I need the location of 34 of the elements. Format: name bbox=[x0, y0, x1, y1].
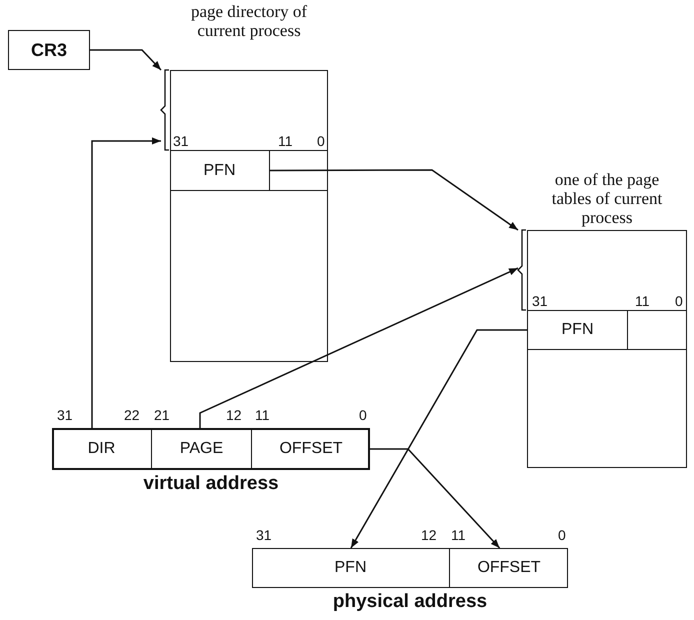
bit-number: 0 bbox=[675, 293, 683, 309]
bit-number: 11 bbox=[255, 407, 270, 423]
pfn-field: PFN bbox=[170, 150, 270, 191]
arrow bbox=[199, 267, 518, 428]
register-caption: virtual address bbox=[142, 472, 280, 496]
arrow bbox=[91, 137, 161, 428]
dir-field: DIR bbox=[52, 428, 152, 470]
arrow bbox=[370, 448, 500, 548]
offset-field: OFFSET bbox=[450, 548, 568, 588]
bit-number: 0 bbox=[558, 527, 566, 543]
bit-number: 31 bbox=[256, 527, 272, 543]
bit-number: 11 bbox=[278, 133, 293, 149]
pfn-field: PFN bbox=[252, 548, 450, 588]
bit-number: 0 bbox=[359, 407, 367, 423]
register-caption: physical address bbox=[332, 590, 488, 614]
bit-number: 12 bbox=[421, 527, 437, 543]
bit-number: 31 bbox=[532, 293, 548, 309]
bit-number: 11 bbox=[635, 293, 650, 309]
bit-number: 12 bbox=[226, 407, 242, 423]
arrow bbox=[350, 329, 528, 548]
offset-field: OFFSET bbox=[252, 428, 370, 470]
register-box: CR3 bbox=[8, 30, 90, 70]
bit-number: 21 bbox=[154, 407, 170, 423]
arrow bbox=[90, 49, 162, 71]
table-heading: one of the page tables of current process bbox=[550, 170, 664, 227]
page-field: PAGE bbox=[152, 428, 252, 470]
arrow bbox=[270, 169, 518, 231]
pfn-field: PFN bbox=[528, 310, 628, 350]
bit-number: 0 bbox=[317, 133, 325, 149]
table-heading: page directory of current process bbox=[190, 2, 308, 40]
bit-number: 11 bbox=[451, 527, 466, 543]
bit-number: 22 bbox=[124, 407, 140, 423]
bit-number: 31 bbox=[173, 133, 189, 149]
bit-number: 31 bbox=[57, 407, 73, 423]
